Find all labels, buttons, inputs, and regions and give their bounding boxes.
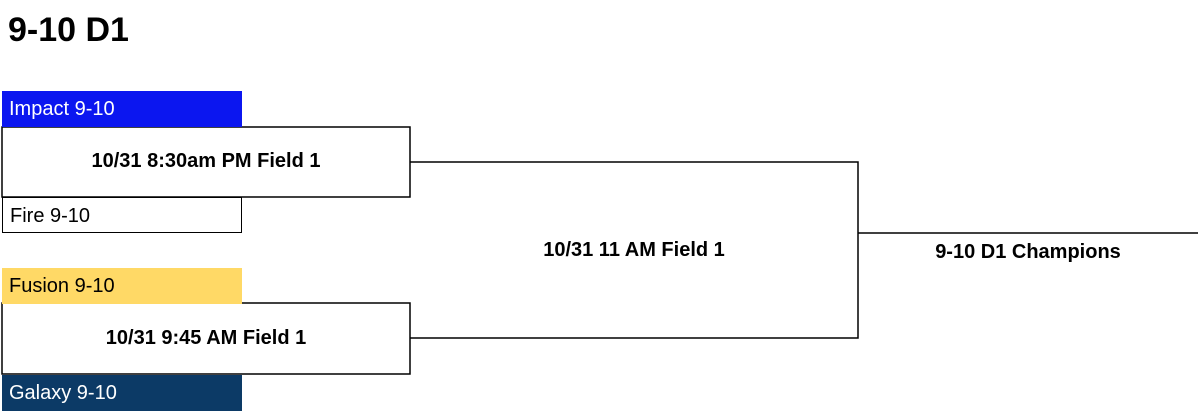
team-slot-galaxy: Galaxy 9-10 — [2, 375, 242, 411]
team-slot-fusion: Fusion 9-10 — [2, 268, 242, 304]
final-label: 10/31 11 AM Field 1 — [543, 239, 725, 261]
team-name: Fire 9-10 — [10, 205, 91, 227]
semifinal-1-label: 10/31 8:30am PM Field 1 — [91, 150, 321, 172]
team-slot-fire: Fire 9-10 — [2, 197, 242, 233]
team-name: Impact 9-10 — [9, 98, 115, 120]
team-name: Galaxy 9-10 — [9, 382, 117, 404]
champion-label: 9-10 D1 Champions — [935, 241, 1121, 263]
team-slot-impact: Impact 9-10 — [2, 91, 242, 127]
bracket-title: 9-10 D1 — [8, 11, 129, 49]
semifinal-2-label: 10/31 9:45 AM Field 1 — [105, 327, 307, 349]
team-name: Fusion 9-10 — [9, 275, 115, 297]
final-bracket-line — [410, 161, 859, 339]
